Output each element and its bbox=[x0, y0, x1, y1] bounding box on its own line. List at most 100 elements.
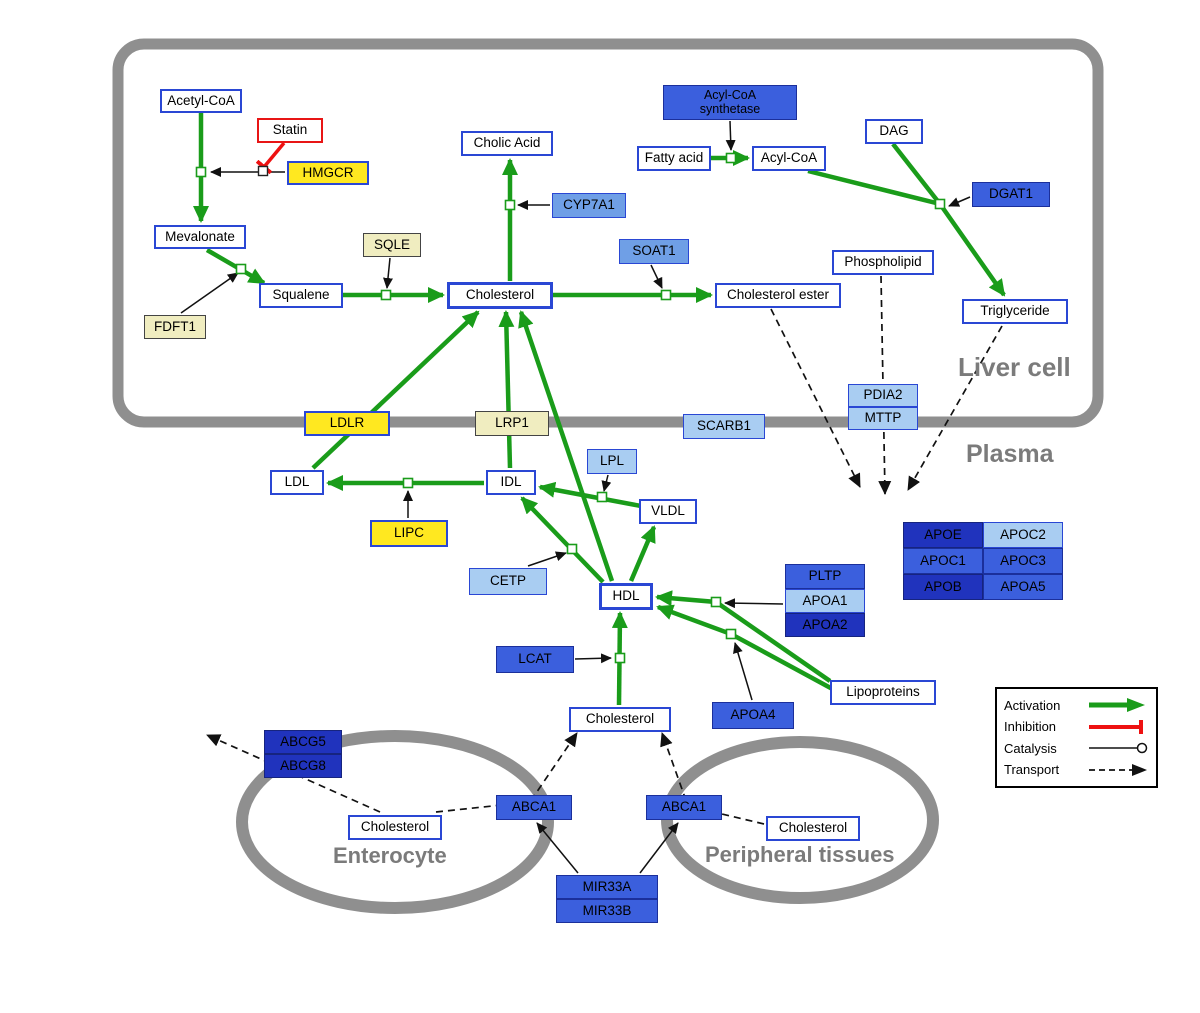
node-triglyceride[interactable]: Triglyceride bbox=[962, 299, 1068, 324]
node-apoa5[interactable]: APOA5 bbox=[983, 574, 1063, 600]
node-abcg8[interactable]: ABCG8 bbox=[264, 754, 342, 778]
node-apoc3[interactable]: APOC3 bbox=[983, 548, 1063, 574]
node-apoc1[interactable]: APOC1 bbox=[903, 548, 983, 574]
node-lipc[interactable]: LIPC bbox=[370, 520, 448, 547]
node-mir33b[interactable]: MIR33B bbox=[556, 899, 658, 923]
node-fdft1[interactable]: FDFT1 bbox=[144, 315, 206, 339]
node-lcat[interactable]: LCAT bbox=[496, 646, 574, 673]
node-apob[interactable]: APOB bbox=[903, 574, 983, 600]
node-cholesterol-enterocyte[interactable]: Cholesterol bbox=[348, 815, 442, 840]
edge-apoa4-catalysis bbox=[733, 642, 753, 701]
node-abcg5[interactable]: ABCG5 bbox=[264, 730, 342, 754]
node-lipoproteins[interactable]: Lipoproteins bbox=[830, 680, 936, 705]
junction-square bbox=[934, 198, 946, 210]
activation-arrow-icon bbox=[1089, 698, 1145, 712]
node-acetyl-coa[interactable]: Acetyl-CoA bbox=[160, 89, 242, 113]
node-cetp[interactable]: CETP bbox=[469, 568, 547, 595]
node-ldlr[interactable]: LDLR bbox=[304, 411, 390, 436]
edge-statin-inhibition bbox=[255, 141, 286, 175]
node-lpl[interactable]: LPL bbox=[587, 449, 637, 474]
node-phospholipid[interactable]: Phospholipid bbox=[832, 250, 934, 275]
edge-hdl-to-vldl bbox=[628, 525, 657, 582]
node-dag[interactable]: DAG bbox=[865, 119, 923, 144]
junction-square bbox=[725, 152, 737, 164]
node-vldl[interactable]: VLDL bbox=[639, 499, 697, 524]
node-cholesterol-plasma[interactable]: Cholesterol bbox=[569, 707, 671, 732]
edge-hdl-to-cholesterol-via-scarb1 bbox=[518, 310, 615, 582]
node-soat1[interactable]: SOAT1 bbox=[619, 239, 689, 264]
node-pdia2[interactable]: PDIA2 bbox=[848, 384, 918, 407]
node-cholesterol-ester[interactable]: Cholesterol ester bbox=[715, 283, 841, 308]
junction-square bbox=[710, 596, 722, 608]
node-pltp[interactable]: PLTP bbox=[785, 564, 865, 589]
node-apoe[interactable]: APOE bbox=[903, 522, 983, 548]
edge-lpl-catalysis bbox=[601, 474, 612, 492]
edge-ldl-to-cholesterol-via-ldlr bbox=[311, 310, 480, 470]
edge-cetp-catalysis bbox=[527, 551, 567, 567]
edge-cholesterylester-transport bbox=[770, 308, 861, 488]
edge-lcat-catalysis bbox=[574, 653, 612, 664]
node-mir33a[interactable]: MIR33A bbox=[556, 875, 658, 899]
edge-mevalonate-to-squalene bbox=[205, 248, 266, 285]
legend-label-transport: Transport bbox=[1004, 762, 1060, 778]
node-hdl[interactable]: HDL bbox=[599, 583, 653, 610]
junction-square bbox=[566, 543, 578, 555]
node-abca1-left[interactable]: ABCA1 bbox=[496, 795, 572, 820]
edge-fdft1-catalysis bbox=[180, 272, 239, 314]
legend-row-catalysis: Catalysis bbox=[1004, 738, 1149, 758]
legend: Activation Inhibition Catalysis Transpor… bbox=[995, 687, 1158, 788]
node-apoa1[interactable]: APOA1 bbox=[785, 589, 865, 613]
junction-square bbox=[596, 491, 608, 503]
legend-row-transport: Transport bbox=[1004, 760, 1149, 780]
junction-square bbox=[725, 628, 737, 640]
node-lrp1[interactable]: LRP1 bbox=[475, 411, 549, 436]
node-idl[interactable]: IDL bbox=[486, 470, 536, 495]
enterocyte-label: Enterocyte bbox=[333, 843, 447, 868]
node-fatty-acid[interactable]: Fatty acid bbox=[637, 146, 711, 171]
edge-enterocyte-cholesterol-via-abca1 bbox=[435, 732, 578, 813]
junction-square bbox=[195, 166, 207, 178]
node-acyl-coa-synthetase[interactable]: Acyl-CoA synthetase bbox=[663, 85, 797, 120]
node-abca1-right[interactable]: ABCA1 bbox=[646, 795, 722, 820]
node-squalene[interactable]: Squalene bbox=[259, 283, 343, 308]
node-cyp7a1[interactable]: CYP7A1 bbox=[552, 193, 626, 218]
liver-cell-label: Liver cell bbox=[958, 352, 1071, 382]
catalysis-circle-icon bbox=[1089, 743, 1148, 754]
edge-acylcoa-synthetase-catalysis bbox=[725, 120, 736, 151]
node-sqle[interactable]: SQLE bbox=[363, 233, 421, 257]
node-acyl-coa[interactable]: Acyl-CoA bbox=[752, 146, 826, 171]
node-apoa4[interactable]: APOA4 bbox=[712, 702, 794, 729]
edge-apoa1-apoa2-catalysis bbox=[724, 598, 784, 609]
junction-square bbox=[660, 289, 672, 301]
junction-square bbox=[504, 199, 516, 211]
edge-mir33-to-abca1-left bbox=[536, 822, 579, 874]
node-dgat1[interactable]: DGAT1 bbox=[972, 182, 1050, 207]
node-statin[interactable]: Statin bbox=[257, 118, 323, 143]
junction-square bbox=[257, 165, 269, 177]
junction-square bbox=[614, 652, 626, 664]
node-cholesterol-liver[interactable]: Cholesterol bbox=[447, 282, 553, 309]
edge-dag-to-dgat1-junction bbox=[891, 142, 942, 206]
node-ldl[interactable]: LDL bbox=[270, 470, 324, 495]
node-scarb1[interactable]: SCARB1 bbox=[683, 414, 765, 439]
legend-row-inhibition: Inhibition bbox=[1004, 717, 1149, 737]
peripheral-tissues-membrane bbox=[661, 736, 939, 904]
edge-dgat1-catalysis bbox=[948, 196, 971, 207]
node-mevalonate[interactable]: Mevalonate bbox=[154, 225, 246, 249]
junction-square bbox=[235, 263, 247, 275]
node-cholic-acid[interactable]: Cholic Acid bbox=[461, 131, 553, 156]
junction-square bbox=[380, 289, 392, 301]
node-hmgcr[interactable]: HMGCR bbox=[287, 161, 369, 185]
edge-soat1-catalysis bbox=[650, 264, 663, 289]
legend-row-activation: Activation bbox=[1004, 695, 1149, 715]
node-cholesterol-peripheral[interactable]: Cholesterol bbox=[766, 816, 860, 841]
node-mttp[interactable]: MTTP bbox=[848, 407, 918, 430]
plasma-label: Plasma bbox=[966, 440, 1054, 468]
legend-label-inhibition: Inhibition bbox=[1004, 719, 1057, 735]
node-apoc2[interactable]: APOC2 bbox=[983, 522, 1063, 548]
edge-cholesterol-efflux-abcg5-8 bbox=[206, 734, 381, 813]
node-apoa2[interactable]: APOA2 bbox=[785, 613, 865, 637]
peripheral-tissues-label: Peripheral tissues bbox=[705, 842, 895, 867]
legend-label-catalysis: Catalysis bbox=[1004, 740, 1057, 756]
